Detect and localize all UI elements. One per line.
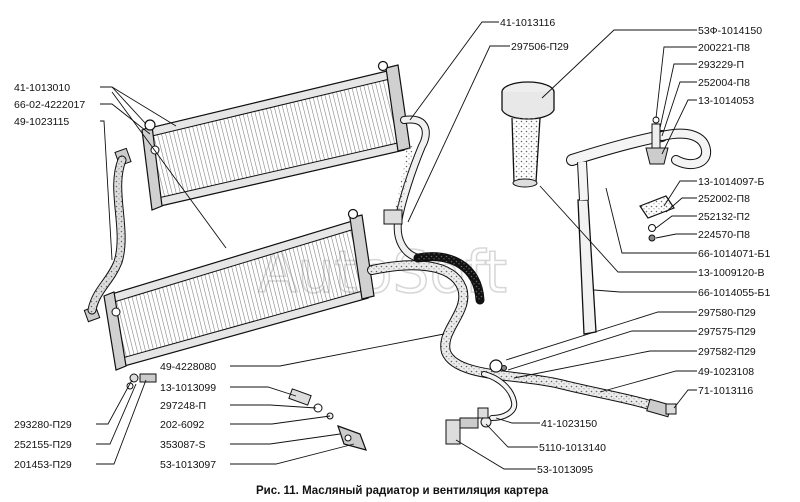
part-label: 53-1013097 — [160, 459, 216, 471]
part-label: 297580-П29 — [698, 307, 756, 319]
part-label: 252002-П8 — [698, 193, 750, 205]
part-label: 49-4228080 — [160, 361, 216, 373]
part-label: 293280-П29 — [14, 419, 72, 431]
part-label: 49-1023108 — [698, 366, 754, 378]
part-label: 202-6092 — [160, 419, 205, 431]
upper-oil-radiator — [114, 60, 411, 211]
part-label: 201453-П29 — [14, 459, 72, 471]
part-label: 49-1023115 — [14, 116, 69, 128]
breather-bracket — [639, 195, 675, 242]
pipe-clamp — [383, 209, 403, 225]
part-label: 66-1014071-Б1 — [698, 248, 770, 260]
part-label: 200221-П8 — [698, 42, 750, 54]
part-label: 13-1013099 — [160, 382, 216, 394]
leader-lines — [96, 21, 697, 470]
hose-end-fitting — [646, 398, 677, 418]
part-label: 53Ф-1014150 — [698, 25, 762, 37]
breather-filler — [501, 81, 555, 188]
part-label: 5110-1013140 — [539, 442, 606, 454]
part-label: 53-1013095 — [537, 464, 593, 476]
part-label: 297506-П29 — [511, 41, 569, 53]
part-label: 41-1013116 — [500, 17, 555, 29]
part-label: 252132-П2 — [698, 211, 750, 223]
part-label: 252155-П29 — [14, 439, 72, 451]
part-label: 297582-П29 — [698, 346, 756, 358]
part-label: 252004-П8 — [698, 77, 750, 89]
part-label: 353087-S — [160, 439, 206, 451]
part-label: 224570-П8 — [698, 229, 750, 241]
part-label: 293229-П — [698, 59, 744, 71]
tap-valve — [445, 359, 507, 445]
part-label: 66-1014055-Б1 — [698, 287, 770, 299]
lower-oil-radiator — [83, 208, 375, 371]
part-label: 13-1014097-Б — [698, 176, 765, 188]
oil-valve-fittings — [288, 388, 367, 451]
part-label: 41-1023150 — [541, 418, 597, 430]
part-label: 13-1009120-В — [698, 267, 765, 279]
part-label: 66-02-4222017 — [14, 99, 85, 111]
part-label: 297575-П29 — [698, 326, 756, 338]
part-label: 71-1013116 — [698, 385, 753, 397]
part-labels: 41-1013010 66-02-4222017 49-1023115 41-1… — [14, 17, 770, 476]
part-label: 13-1014053 — [698, 95, 754, 107]
part-label: 41-1013010 — [14, 82, 70, 94]
part-label: 297248-П — [160, 400, 206, 412]
figure-caption: Рис. 11. Масляный радиатор и вентиляция … — [256, 485, 549, 497]
